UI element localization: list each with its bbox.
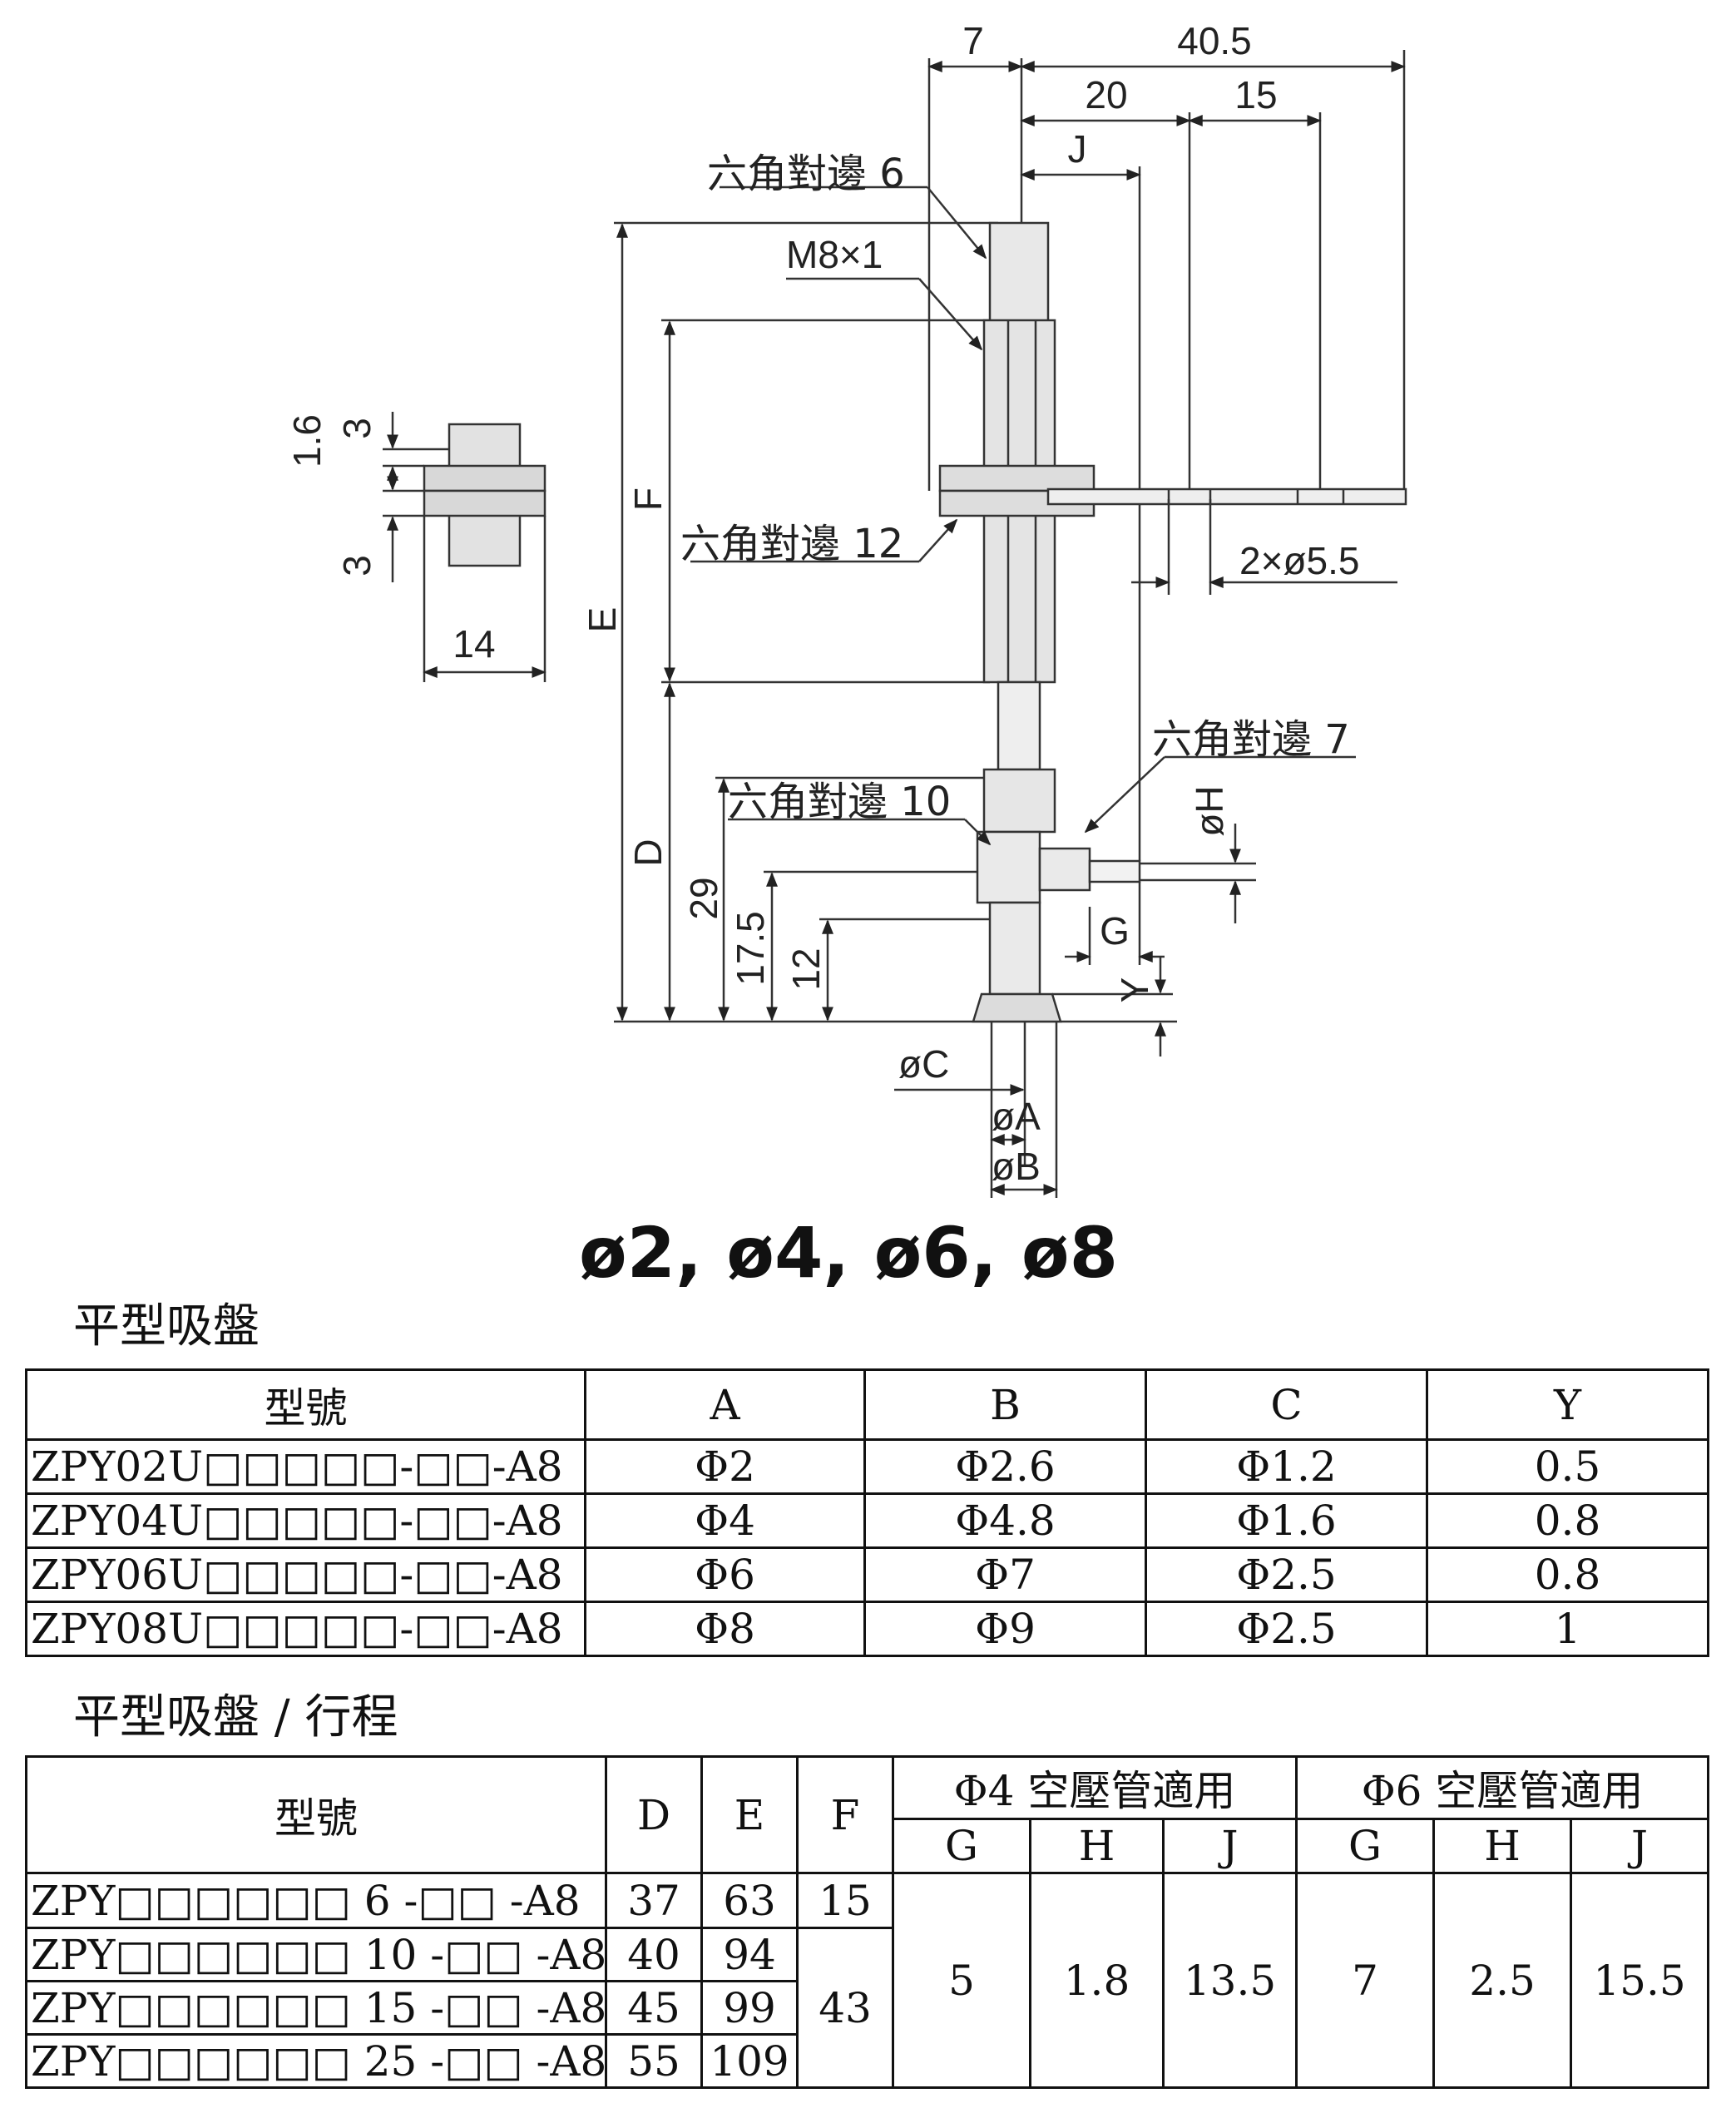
- cell-f: 15: [796, 1872, 894, 1929]
- dim-phi-a: øA: [992, 1095, 1041, 1138]
- header-model: 型號: [25, 1368, 586, 1441]
- label-hex-12: 六角對邊 12: [680, 521, 903, 567]
- cell-b: Φ9: [863, 1601, 1147, 1657]
- table-flat-pad: 型號 A B C Y ZPY02U□□□□□-□□-A8 Φ2 Φ2.6 Φ1.…: [25, 1368, 1709, 1657]
- cell-model: ZPY02U□□□□□-□□-A8: [25, 1438, 586, 1495]
- dim-15: 15: [1234, 73, 1277, 116]
- header-g4: G: [892, 1818, 1031, 1874]
- dim-20: 20: [1085, 73, 1127, 116]
- header-h4: H: [1029, 1818, 1165, 1874]
- header-f: F: [796, 1755, 894, 1874]
- header-group-phi6: Φ6 空壓管適用: [1295, 1755, 1710, 1820]
- dim-side-14: 14: [453, 622, 495, 666]
- cell-y: 0.5: [1426, 1438, 1709, 1495]
- cell-y: 0.8: [1426, 1492, 1709, 1549]
- dim-g: G: [1100, 909, 1130, 953]
- table-row: ZPY08U□□□□□-□□-A8 Φ8 Φ9 Φ2.5 1: [25, 1601, 1709, 1657]
- cell-c: Φ1.6: [1145, 1492, 1428, 1549]
- pad-sizes: ø2, ø4, ø6, ø8: [579, 1212, 1118, 1294]
- cell-model: ZPY□□□□□□ 25 -□□ -A8: [25, 2033, 607, 2089]
- cell-j6: 15.5: [1570, 1872, 1710, 2089]
- cell-b: Φ2.6: [863, 1438, 1147, 1495]
- cell-j4: 13.5: [1161, 1872, 1298, 2089]
- header-d: D: [605, 1755, 703, 1874]
- dim-phi-b: øB: [992, 1145, 1041, 1188]
- cell-d: 45: [605, 1980, 703, 2036]
- table-row: ZPY□□□□□□ 15 -□□ -A8 45 99: [25, 1980, 1709, 2036]
- cell-g6: 7: [1295, 1872, 1436, 2089]
- dim-40-5: 40.5: [1177, 19, 1252, 62]
- label-hex-10: 六角對邊 10: [728, 779, 951, 825]
- cell-c: Φ2.5: [1145, 1546, 1428, 1603]
- technical-drawing: 7 40.5 20 15 J 六角對邊 6 M8×1 六角對邊 12 2×ø5.…: [285, 19, 1407, 1294]
- dim-7: 7: [962, 19, 984, 62]
- dim-12: 12: [784, 948, 828, 990]
- header-c: C: [1145, 1368, 1428, 1441]
- cell-d: 55: [605, 2033, 703, 2089]
- table-row: ZPY□□□□□□ 6 -□□ -A8 37 63 15 5 1.8 13.5 …: [25, 1872, 1710, 2089]
- cell-h4: 1.8: [1029, 1872, 1165, 2089]
- dim-y: Y: [1113, 977, 1156, 1003]
- table-row: ZPY□□□□□□ 10 -□□ -A8 40 94 43: [25, 1927, 1709, 2089]
- label-m8: M8×1: [786, 233, 883, 276]
- table-row: ZPY□□□□□□ 25 -□□ -A8 55 109: [25, 2033, 1709, 2089]
- cell-model: ZPY□□□□□□ 10 -□□ -A8: [25, 1927, 607, 1982]
- table2-title: 平型吸盤 / 行程: [73, 1690, 398, 1744]
- cell-h6: 2.5: [1432, 1872, 1573, 2089]
- dim-d: D: [626, 839, 670, 866]
- header-a: A: [584, 1368, 866, 1441]
- cell-d: 40: [605, 1927, 703, 1982]
- dim-j: J: [1068, 127, 1087, 171]
- header-j4: J: [1161, 1818, 1298, 1874]
- cell-a: Φ4: [584, 1492, 866, 1549]
- header-b: B: [863, 1368, 1147, 1441]
- dim-side-3-top: 3: [335, 418, 378, 439]
- cell-model: ZPY08U□□□□□-□□-A8: [25, 1601, 586, 1657]
- cell-f: 43: [796, 1927, 894, 2089]
- header-g6: G: [1295, 1818, 1436, 1874]
- dim-phi-c: øC: [898, 1042, 949, 1086]
- header-j6: J: [1570, 1818, 1710, 1874]
- cell-model: ZPY04U□□□□□-□□-A8: [25, 1492, 586, 1549]
- dim-29: 29: [682, 877, 725, 919]
- cell-e: 63: [700, 1872, 799, 1929]
- dim-side-3-bottom: 3: [335, 555, 378, 576]
- cell-g4: 5: [892, 1872, 1031, 2089]
- dim-f: F: [626, 487, 670, 511]
- dim-17-5: 17.5: [729, 911, 772, 986]
- cell-b: Φ7: [863, 1546, 1147, 1603]
- cell-e: 94: [700, 1927, 799, 1982]
- table1-title: 平型吸盤: [73, 1299, 260, 1353]
- dim-side-1-6: 1.6: [285, 414, 329, 468]
- cell-c: Φ2.5: [1145, 1601, 1428, 1657]
- header-y: Y: [1426, 1368, 1709, 1441]
- cell-c: Φ1.2: [1145, 1438, 1428, 1495]
- cell-e: 109: [700, 2033, 799, 2089]
- label-hex-6: 六角對邊 6: [707, 151, 905, 197]
- header-h6: H: [1432, 1818, 1573, 1874]
- cell-e: 99: [700, 1980, 799, 2036]
- cell-model: ZPY□□□□□□ 6 -□□ -A8: [25, 1872, 607, 1929]
- table-row: ZPY04U□□□□□-□□-A8 Φ4 Φ4.8 Φ1.6 0.8: [25, 1492, 1709, 1549]
- cell-y: 0.8: [1426, 1546, 1709, 1603]
- header-e: E: [700, 1755, 799, 1874]
- table-row: ZPY06U□□□□□-□□-A8 Φ6 Φ7 Φ2.5 0.8: [25, 1546, 1709, 1603]
- label-hex-7: 六角對邊 7: [1152, 716, 1350, 763]
- cell-d: 37: [605, 1872, 703, 1929]
- dim-e: E: [581, 607, 624, 633]
- cell-model: ZPY06U□□□□□-□□-A8: [25, 1546, 586, 1603]
- header-group-phi4: Φ4 空壓管適用: [891, 1755, 1298, 1820]
- table-flat-pad-stroke: 型號 D E F Φ4 空壓管適用 Φ6 空壓管適用 G H J G H J Z…: [25, 1755, 1710, 2089]
- cell-y: 1: [1426, 1601, 1709, 1657]
- header-model: 型號: [25, 1755, 607, 1874]
- cell-a: Φ8: [584, 1601, 866, 1657]
- cell-b: Φ4.8: [863, 1492, 1147, 1549]
- label-holes: 2×ø5.5: [1239, 539, 1360, 582]
- cell-model: ZPY□□□□□□ 15 -□□ -A8: [25, 1980, 607, 2036]
- dim-phi-h: øH: [1188, 785, 1231, 836]
- table-row: ZPY02U□□□□□-□□-A8 Φ2 Φ2.6 Φ1.2 0.5: [25, 1438, 1709, 1495]
- cell-a: Φ2: [584, 1438, 866, 1495]
- cell-a: Φ6: [584, 1546, 866, 1603]
